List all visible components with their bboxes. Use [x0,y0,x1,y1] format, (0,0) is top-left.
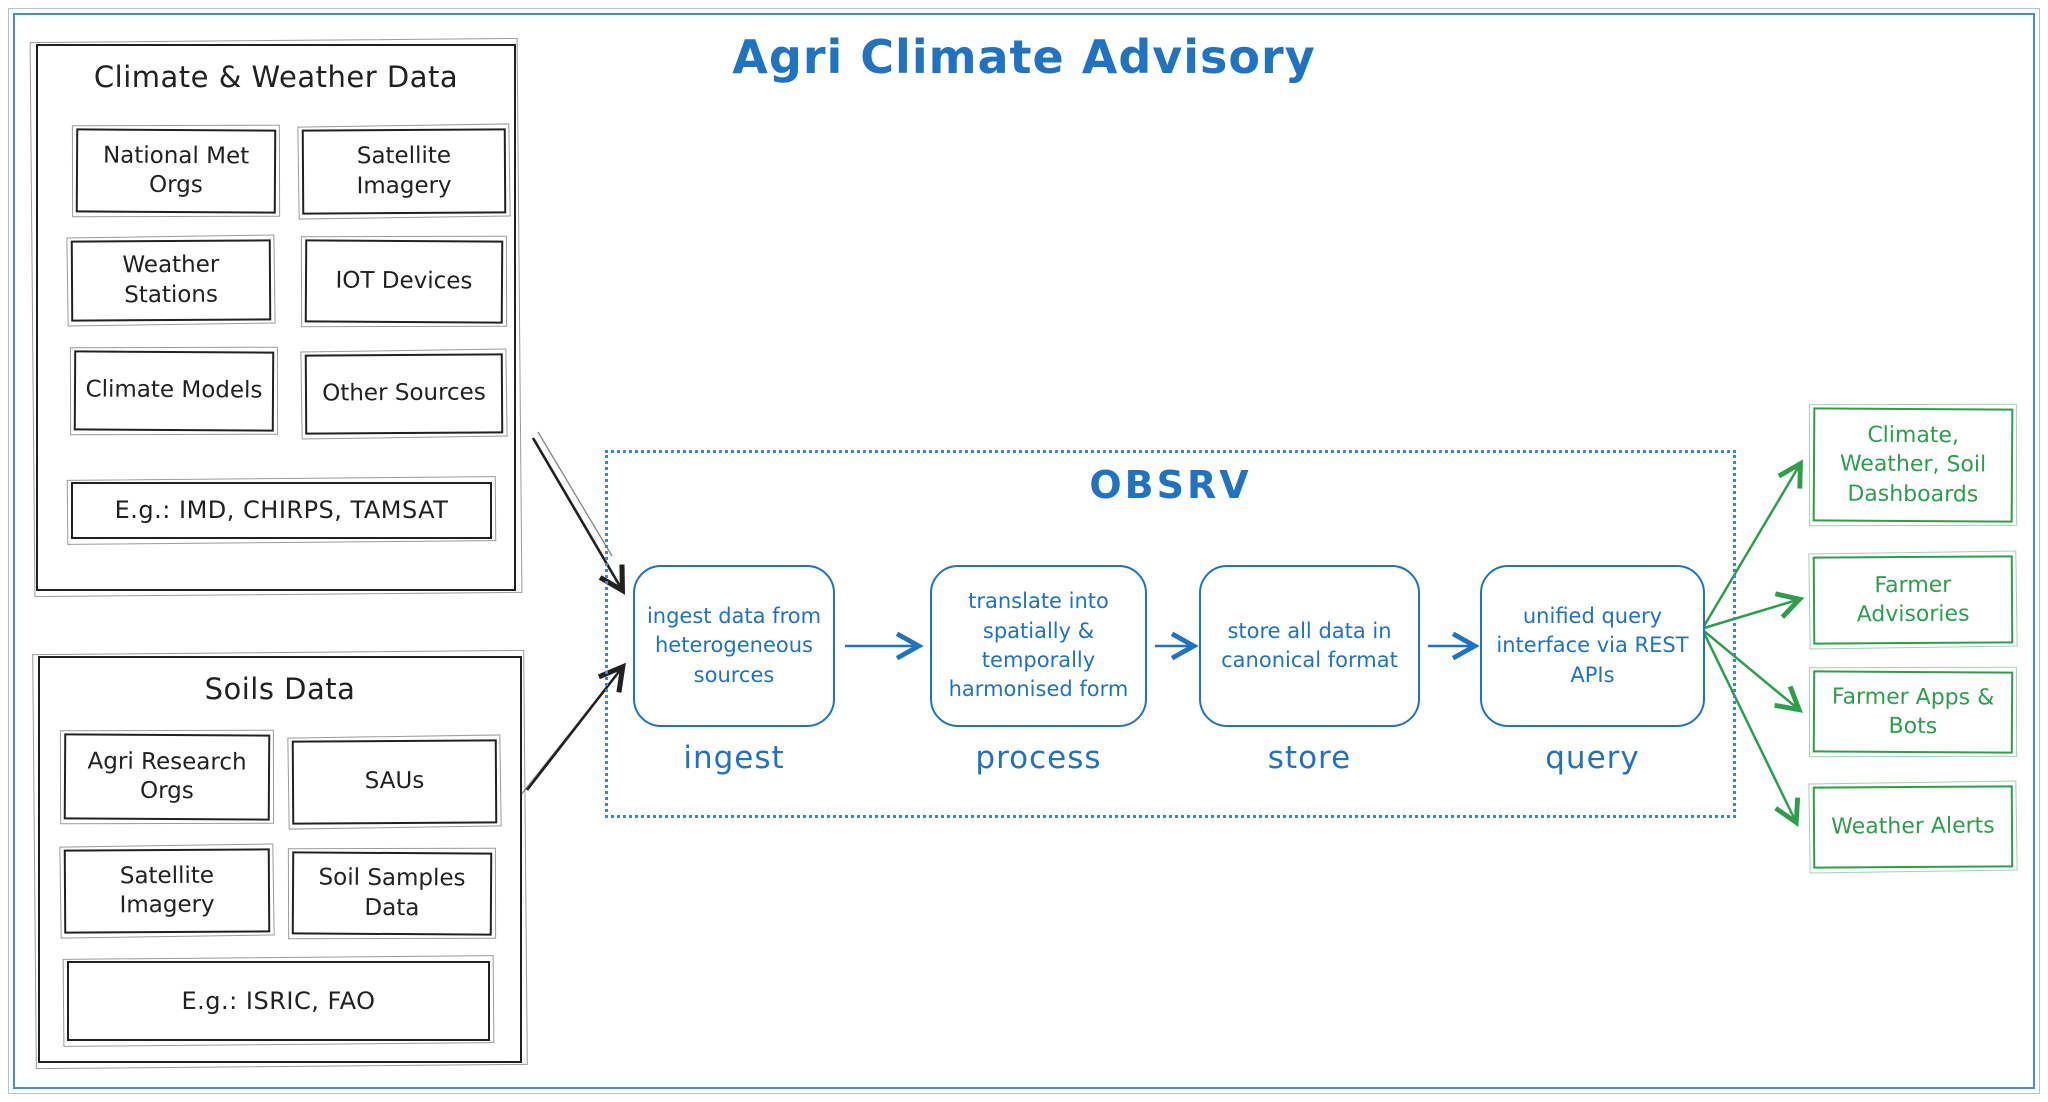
arrow-soils-to-ingest-sketch [519,687,607,797]
obsrv-label: OBSRV [1089,463,1252,507]
stage-ingest-box: ingest data from heterogeneous sources [633,565,835,727]
output-farmer-apps-bots: Farmer Apps & Bots [1812,670,2014,754]
soils-data-group: Soils Data Agri Research Orgs SAUs Satel… [38,656,522,1063]
arrow-climate-to-ingest-sketch [537,431,613,557]
source-item-climate-models: Climate Models [73,350,275,432]
source-item-weather-stations: Weather Stations [70,239,272,322]
source-item-iot-devices: IOT Devices [304,239,504,324]
arrow-query-to-dashboards [1702,459,1803,627]
stage-label-store: store [1267,740,1352,776]
soils-group-title: Soils Data [204,672,356,706]
climate-group-title: Climate & Weather Data [93,60,459,94]
arrow-query-to-apps [1703,630,1803,713]
stage-label-query: query [1545,740,1640,776]
output-farmer-advisories: Farmer Advisories [1812,555,2014,645]
source-item-saus: SAUs [291,739,498,825]
output-dashboards: Climate, Weather, Soil Dashboards [1812,407,2014,523]
output-weather-alerts: Weather Alerts [1812,785,2014,869]
source-item-national-met-orgs: National Met Orgs [75,128,277,214]
obsrv-container: OBSRV [605,450,1736,818]
stage-query-box: unified query interface via REST APIs [1480,565,1705,727]
source-item-agri-research-orgs: Agri Research Orgs [63,733,271,821]
arrow-query-to-alerts [1702,632,1801,827]
source-item-satellite-imagery: Satellite Imagery [301,128,507,215]
stage-store-box: store all data in canonical format [1199,565,1420,727]
source-item-satellite-imagery-soils: Satellite Imagery [63,848,271,934]
climate-example-note: E.g.: IMD, CHIRPS, TAMSAT [71,482,492,539]
stage-process-box: translate into spatially & temporally ha… [930,565,1147,727]
stage-label-ingest: ingest [683,740,785,776]
diagram-title: Agri Climate Advisory [732,30,1316,84]
climate-weather-data-group: Climate & Weather Data National Met Orgs… [36,44,516,591]
source-item-soil-samples-data: Soil Samples Data [291,851,493,936]
source-item-other-sources: Other Sources [304,353,504,435]
arrow-query-to-advisories [1703,591,1805,630]
soils-example-note: E.g.: ISRIC, FAO [67,961,490,1041]
stage-label-process: process [975,740,1102,776]
